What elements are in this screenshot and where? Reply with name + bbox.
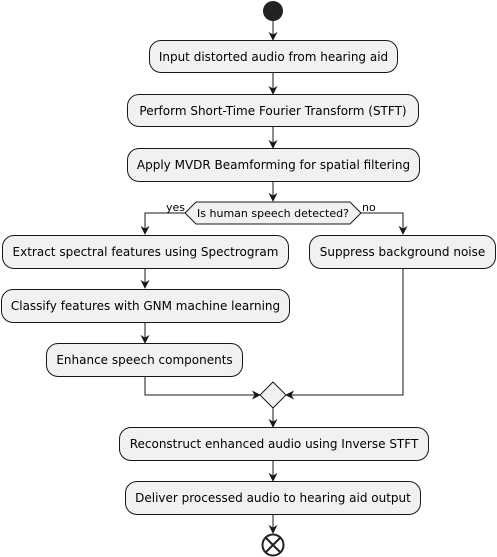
node-deliver-output: Deliver processed audio to hearing aid o… [125,481,421,515]
node-extract-features: Extract spectral features using Spectrog… [2,235,289,269]
edge-suppress-merge [285,269,404,400]
node-enhance-speech: Enhance speech components [46,343,243,377]
merge-diamond [259,381,287,409]
node-perform-stft: Perform Short-Time Fourier Transform (ST… [127,94,419,127]
node-mvdr-beamforming: Apply MVDR Beamforming for spatial filte… [127,148,420,182]
edge-yes-branch [140,212,185,235]
edge-no-branch [361,212,408,235]
decision-question: Is human speech detected? [197,207,349,220]
edge-enhance-merge [144,377,261,400]
yes-label: yes [166,201,185,214]
no-label: no [362,201,376,214]
node-reconstruct-audio: Reconstruct enhanced audio using Inverse… [119,427,429,461]
start-node [263,1,283,21]
node-classify-features: Classify features with GNM machine learn… [1,289,290,323]
node-suppress-noise: Suppress background noise [309,235,496,269]
node-input-audio: Input distorted audio from hearing aid [149,40,398,73]
end-node [261,533,285,557]
